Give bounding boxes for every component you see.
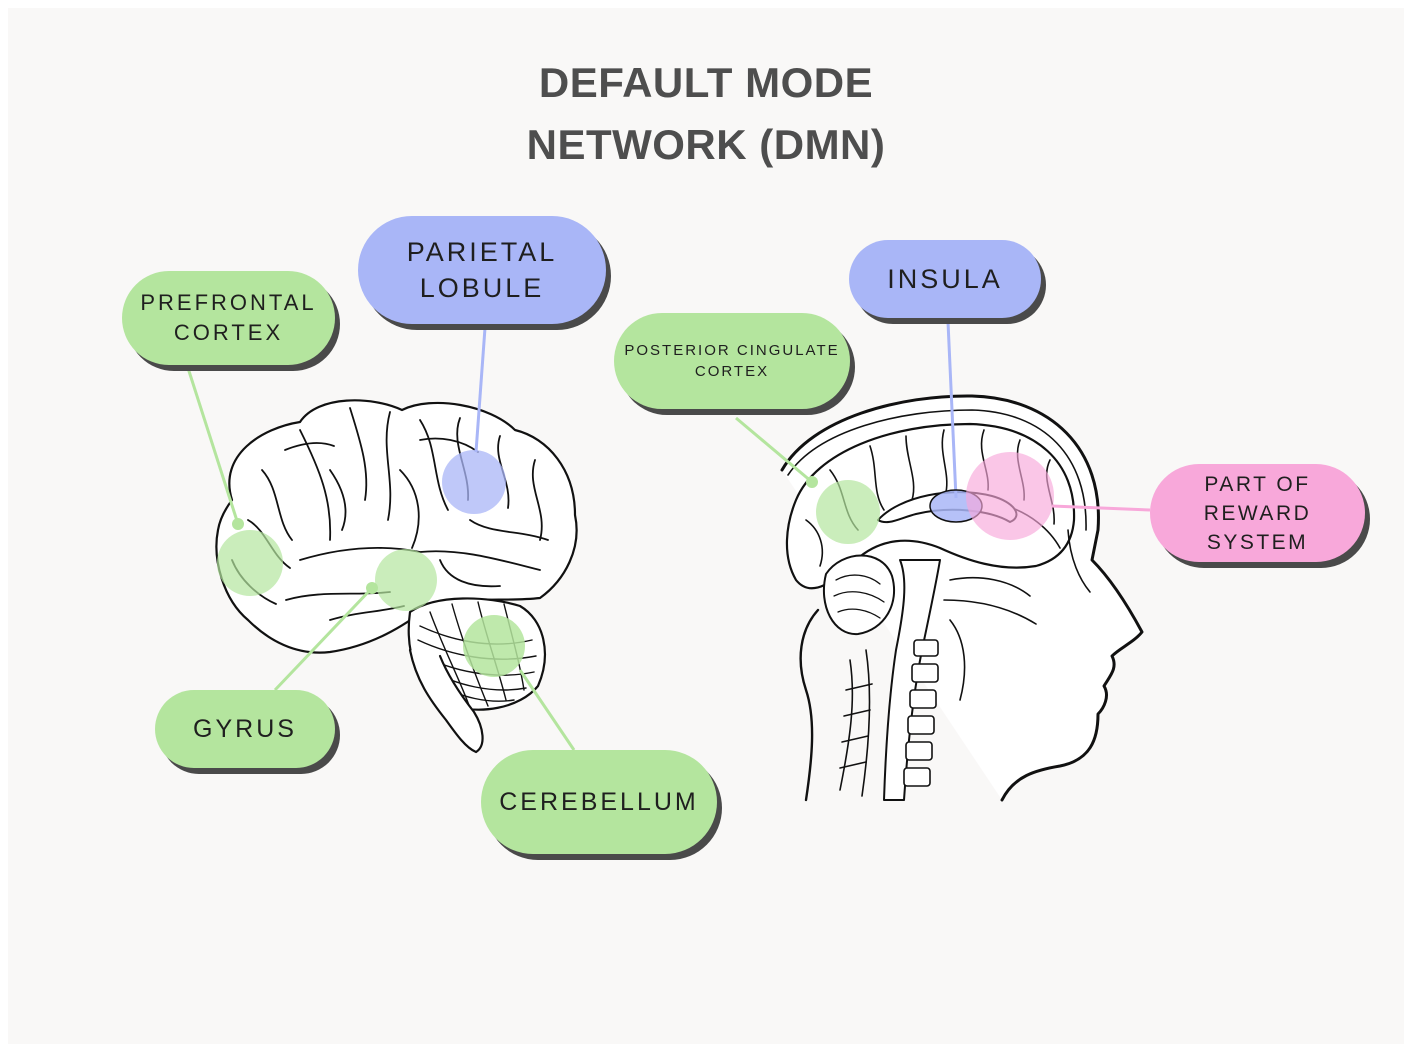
prefrontal-marker-dot (232, 518, 244, 530)
parietal-label-line-2: LOBULE (420, 270, 545, 306)
posterior-cingulate-marker-dot (806, 476, 818, 488)
cerebellum-label: CEREBELLUM (481, 750, 717, 854)
posterior-cingulate-cortex-label: POSTERIOR CINGULATE CORTEX (614, 313, 850, 409)
sagittal-head-illustration (782, 396, 1142, 800)
prefrontal-connector-line (188, 368, 238, 524)
parietal-lobule-label: PARIETAL LOBULE (358, 216, 606, 324)
prefrontal-cortex-label: PREFRONTAL CORTEX (122, 271, 335, 365)
gyrus-highlight-circle (375, 549, 437, 611)
gyrus-label: GYRUS (155, 690, 335, 768)
reward-system-label: PART OF REWARD SYSTEM (1150, 464, 1365, 562)
parietal-highlight-circle (442, 450, 506, 514)
gyrus-label-text: GYRUS (193, 715, 297, 744)
posterior-cingulate-highlight-circle (816, 480, 880, 544)
prefrontal-label-line-2: CORTEX (174, 318, 283, 348)
spine-front (840, 650, 872, 796)
insula-label: INSULA (849, 240, 1041, 318)
reward-label-line-2: REWARD SYSTEM (1150, 499, 1365, 557)
cerebellum-label-text: CEREBELLUM (499, 788, 699, 817)
reward-system-highlight-circle (966, 452, 1054, 540)
parietal-label-line-1: PARIETAL (407, 234, 558, 270)
reward-label-line-1: PART OF (1204, 470, 1310, 499)
posterior-label-line-1: POSTERIOR CINGULATE (624, 340, 839, 361)
insula-label-text: INSULA (887, 264, 1003, 295)
prefrontal-highlight-circle (217, 530, 283, 596)
prefrontal-label-line-1: PREFRONTAL (140, 288, 316, 318)
posterior-label-line-2: CORTEX (695, 361, 769, 382)
cerebellum-highlight-circle (463, 615, 525, 677)
cerebellum-connector-line (520, 670, 574, 750)
